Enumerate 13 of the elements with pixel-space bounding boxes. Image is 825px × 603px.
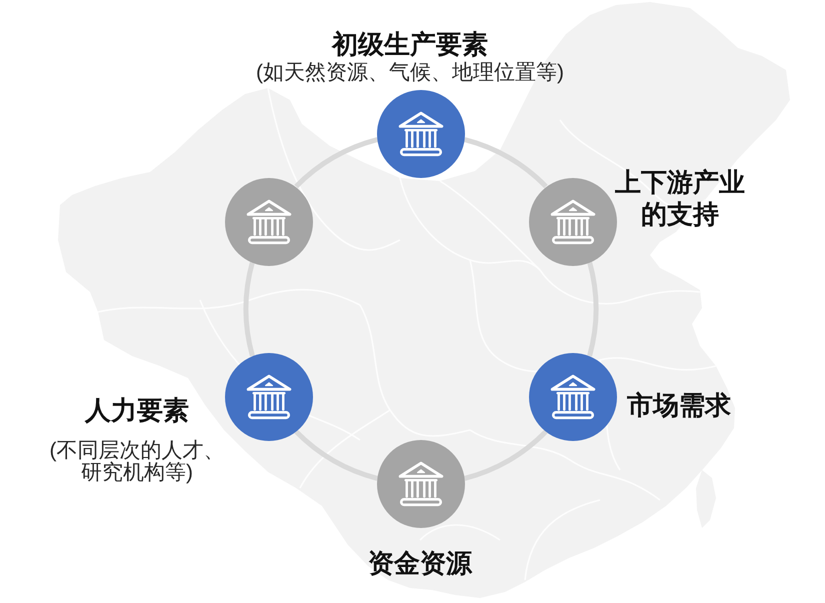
ring-arc-connector	[464, 137, 548, 188]
ring-arc-connector	[244, 262, 255, 356]
factor-heading: 市场需求	[627, 389, 731, 421]
ring-arc-connector	[587, 262, 598, 356]
factor-description: (如天然资源、气候、地理位置等)	[256, 62, 564, 84]
ring-arc-connector	[294, 137, 378, 188]
factor-description: (不同层次的人才、研究机构等)	[48, 440, 226, 484]
factor-heading: 初级生产要素	[332, 28, 488, 60]
ring-arc-connector	[464, 430, 548, 481]
ring-arc-connector	[294, 430, 378, 481]
factor-heading: 上下游产业的支持	[614, 166, 746, 230]
factor-heading: 资金资源	[368, 547, 472, 579]
factor-heading: 人力要素	[85, 394, 189, 426]
